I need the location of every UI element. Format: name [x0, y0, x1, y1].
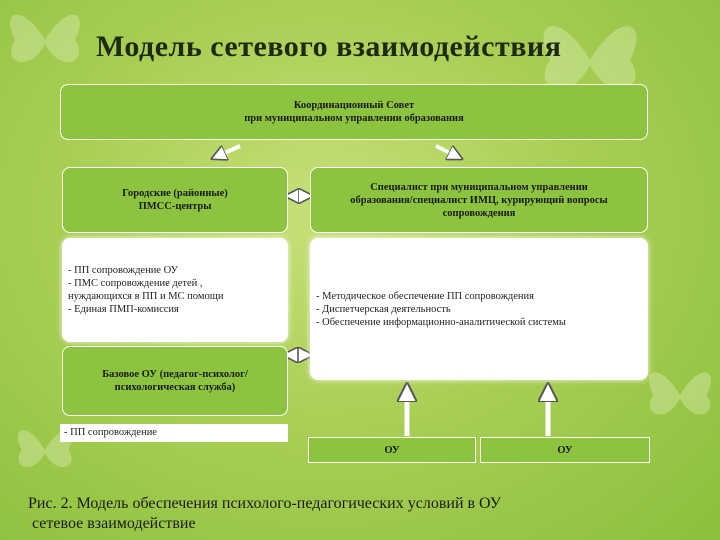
council-line2: при муниципальном управлении образования [244, 113, 464, 124]
page-title: Модель сетевого взаимодействия [96, 30, 562, 63]
ou-box-left: ОУ [308, 437, 476, 463]
specialist-line2: образования/специалист ИМЦ, курирующий в… [350, 194, 608, 206]
pmss-line2: ПМСС-центры [138, 201, 212, 212]
arrow-council-left [218, 144, 241, 156]
pmss-line1: Городские (районные) [122, 188, 228, 199]
left-list-item: - ПМС сопровождение детей , [68, 278, 203, 289]
left-functions-box: - ПП сопровождение ОУ - ПМС сопровождени… [62, 238, 288, 342]
specialist-box: Специалист при муниципальном управлении … [310, 167, 648, 233]
left-list-item: - Единая ПМП-комиссия [68, 304, 179, 315]
base-ou-box: Базовое ОУ (педагог-психолог/ психологич… [62, 346, 288, 416]
pmss-centers-box: Городские (районные) ПМСС-центры [62, 167, 288, 233]
right-functions-box: - Методическое обеспечение ПП сопровожде… [310, 238, 648, 380]
caption-line1: Рис. 2. Модель обеспечения психолого-пед… [28, 495, 502, 512]
coordinating-council-box: Координационный Совет при муниципальном … [60, 84, 648, 140]
right-list-item: - Диспетчерская деятельность [316, 303, 451, 315]
caption-line2: сетевое взаимодействие [28, 515, 196, 532]
right-list-item: - Методическое обеспечение ПП сопровожде… [316, 290, 534, 302]
base-ou-support: - ПП сопровождение [60, 424, 288, 442]
butterfly-decoration-icon [10, 14, 80, 62]
butterfly-decoration-icon [543, 26, 637, 90]
specialist-line1: Специалист при муниципальном управлении [370, 181, 588, 193]
left-list-item: - ПП сопровождение ОУ [68, 265, 179, 276]
butterfly-decoration-icon [17, 430, 73, 468]
council-line1: Координационный Совет [293, 100, 415, 111]
figure-caption: Рис. 2. Модель обеспечения психолого-пед… [28, 494, 708, 534]
arrow-council-right [435, 144, 456, 156]
ou-box-right: ОУ [480, 437, 650, 463]
left-list-item: нуждающихся в ПП и МС помощи [68, 291, 224, 302]
base-ou-line1: Базовое ОУ (педагог-психолог/ [102, 369, 248, 380]
butterfly-decoration-icon [649, 372, 711, 415]
base-ou-line2: психологическая служба) [114, 382, 236, 393]
specialist-line3: сопровождения [442, 207, 516, 219]
right-list-item: - Обеспечение информационно-аналитическо… [316, 316, 566, 328]
